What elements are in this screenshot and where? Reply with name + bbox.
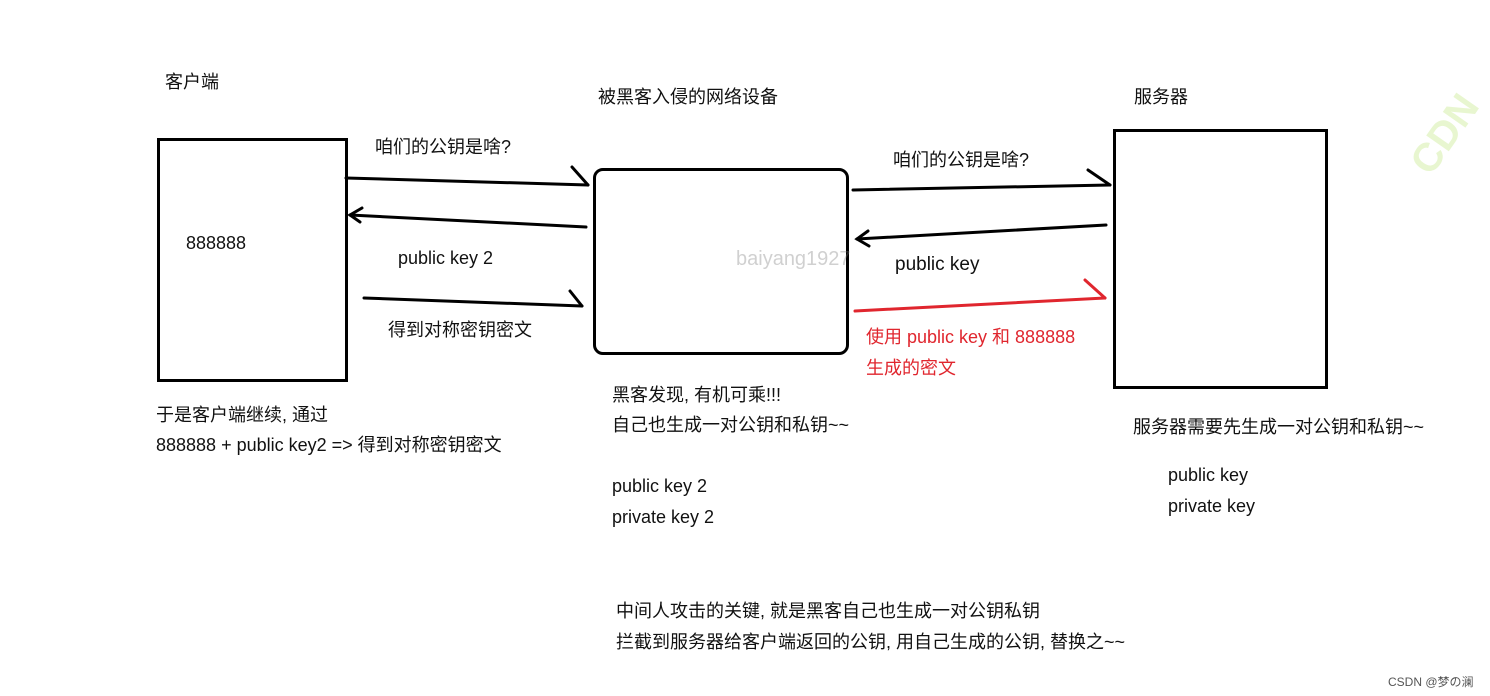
server-note-line1: 服务器需要先生成一对公钥和私钥~~ <box>1133 417 1425 437</box>
hacker-device-label: 被黑客入侵的网络设备 <box>598 87 778 107</box>
server-box <box>1113 129 1328 389</box>
arrow-client-ask <box>344 176 590 187</box>
arrowhead-real-key <box>854 229 871 248</box>
msg-client-ask: 咱们的公钥是啥? <box>375 137 512 157</box>
client-value: 888888 <box>186 233 247 253</box>
msg-fake-key: public key 2 <box>398 248 494 268</box>
msg-hacker-ask: 咱们的公钥是啥? <box>893 150 1030 170</box>
hacker-note-line1: 黑客发现, 有机可乘!!! <box>612 385 782 405</box>
server-key1: public key <box>1168 465 1249 485</box>
server-label: 服务器 <box>1134 87 1188 107</box>
arrowhead-red-cipher <box>1083 278 1107 300</box>
watermark-text: baiyang1927 <box>736 248 851 270</box>
summary-line1: 中间人攻击的关键, 就是黑客自己也生成一对公钥私钥 <box>616 601 1040 621</box>
arrow-ciphertext <box>362 296 584 308</box>
arrow-red-cipher <box>853 296 1107 313</box>
hacker-device-box <box>593 168 849 355</box>
server-key2: private key <box>1168 496 1256 516</box>
hacker-note-line2: 自己也生成一对公钥和私钥~~ <box>612 415 850 435</box>
msg-real-key: public key <box>895 254 980 275</box>
summary-line2: 拦截到服务器给客户端返回的公钥, 用自己生成的公钥, 替换之~~ <box>616 632 1126 652</box>
csdn-credit: CSDN @梦の澜 <box>1388 675 1474 689</box>
arrowhead-fake-key <box>347 206 364 224</box>
client-note-line2: 888888 + public key2 => 得到对称密钥密文 <box>156 435 502 455</box>
arrowhead-ciphertext <box>568 289 584 308</box>
arrowhead-hacker-ask <box>1086 168 1112 187</box>
arrow-fake-key <box>348 213 588 229</box>
arrow-real-key <box>855 223 1108 241</box>
msg-red-line2: 生成的密文 <box>866 358 956 378</box>
client-note-line1: 于是客户端继续, 通过 <box>156 405 329 425</box>
arrowhead-client-ask <box>570 165 590 187</box>
msg-red-line1: 使用 public key 和 888888 <box>866 327 1076 347</box>
client-box <box>157 138 348 382</box>
hacker-key1: public key 2 <box>612 476 708 496</box>
client-label: 客户端 <box>165 72 219 92</box>
arrow-hacker-ask <box>851 183 1112 192</box>
msg-send-ciphertext: 得到对称密钥密文 <box>388 320 532 340</box>
hacker-key2: private key 2 <box>612 507 715 527</box>
